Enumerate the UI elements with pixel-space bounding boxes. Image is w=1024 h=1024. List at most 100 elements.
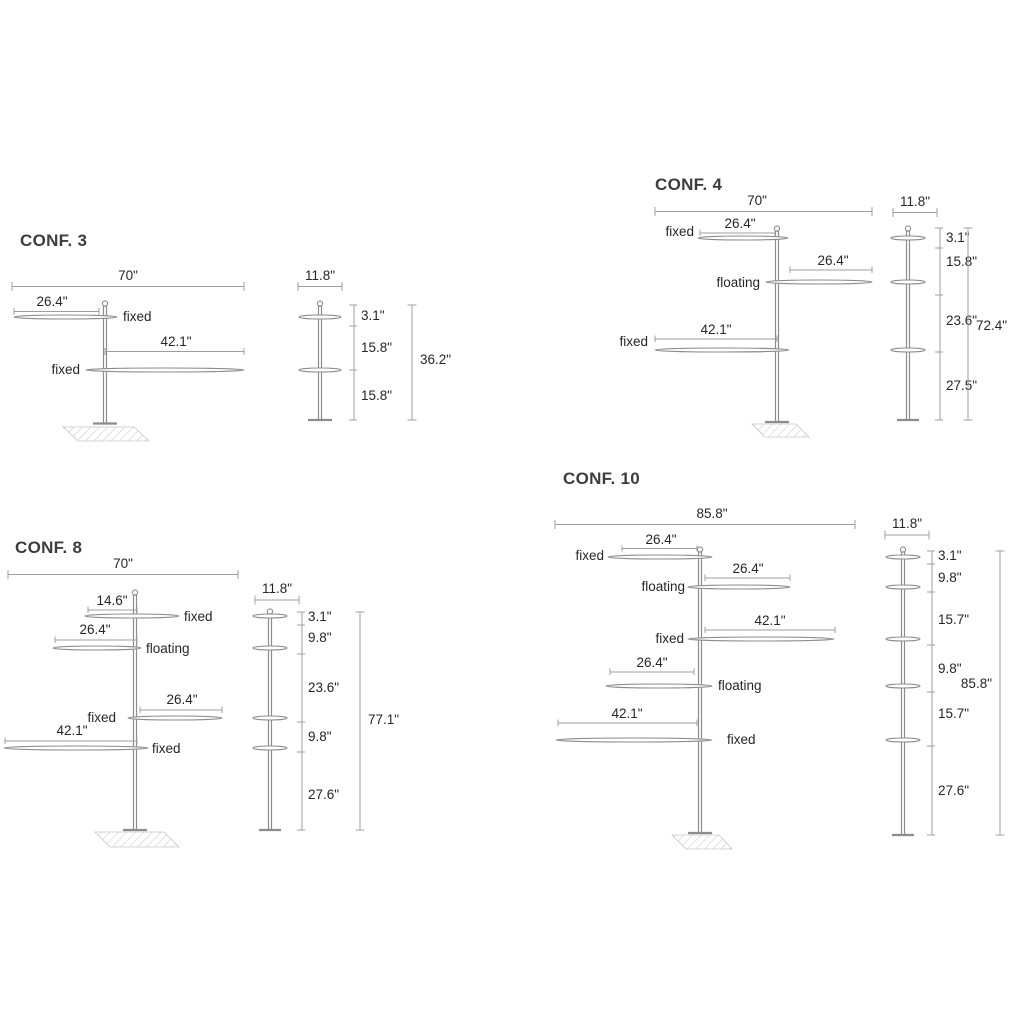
conf4-front-arm1-type-label: fixed [665,224,694,239]
conf8-side-segment5-label: 27.6" [308,787,339,802]
conf3-side-arm1 [298,314,342,320]
conf8-side-segment1-label: 3.1" [308,609,332,624]
conf8-side-segment3-label: 23.6" [308,680,339,695]
conf8-side-segment-ticks [297,611,305,831]
conf8-side-view: 11.8" 3.1" 9.8" 23.6" 9.8" 27.6" 77.1" [252,581,399,832]
conf3-front-arm1-type-label: fixed [123,309,152,324]
conf3-side-segment1-label: 3.1" [361,308,385,323]
conf4-side-segment3-label: 23.6" [946,313,977,328]
conf8-front-arm3-type-label: fixed [87,710,116,725]
conf3-side-overall-dim-line [407,304,417,421]
conf4-front-arm1-dim-line [699,229,776,236]
conf10-side-pole-cap [899,546,907,553]
conf10-front-arm3 [687,636,835,642]
conf3-front-arm1-length-label: 26.4" [36,294,67,309]
conf3-front-view: 70" 26.4" fixed 42.1" fixed [11,268,245,442]
conf3-side-depth-label: 11.8" [305,268,335,283]
conf10-side-arm1 [885,554,921,560]
conf8-front-overall-dim-line [7,570,239,579]
conf8-front-arm4-dim-line [4,737,138,744]
conf10-side-segment4-label: 9.8" [938,661,962,676]
conf8-front-arm1 [84,613,180,619]
conf4-side-overall-height-label: 72.4" [976,318,1007,333]
conf4-side-segment-ticks [935,227,943,421]
conf10-front-arm5-type-label: fixed [727,732,756,747]
conf4-front-arm2-type-label: floating [716,275,760,290]
conf8-side-segment4-label: 9.8" [308,729,332,744]
conf3-front-overall-dim-line [11,282,245,291]
conf10-side-segment-ticks [927,550,935,836]
conf8-side-arm3 [252,715,288,721]
conf4-front-overall-width-label: 70" [747,193,767,208]
conf10-front-view: 85.8" 26.4" fixed 26.4" floating 42.1" f… [554,506,856,850]
conf10-side-segment5-label: 15.7" [938,706,969,721]
conf4-side-view: 11.8" 3.1" 15.8" 23.6" 27.5" 72.4" [890,194,1007,422]
conf8-front-arm2-length-label: 26.4" [79,622,110,637]
conf4-side-depth-dim-line [892,208,938,217]
conf4-front-arm3-dim-line [654,335,778,342]
conf10-front-arm3-type-label: fixed [655,631,684,646]
conf10-front-arm4-dim-line [609,668,695,675]
conf3-front-pole [102,305,108,424]
conf8-front-arm1-type-label: fixed [184,609,213,624]
conf4-side-depth-label: 11.8" [900,194,930,209]
conf4-front-arm2 [765,279,873,285]
conf10-side-arm3 [885,636,921,642]
conf10-front-arm3-dim-line [704,626,836,633]
conf4-front-arm2-dim-line [789,266,873,273]
conf8-front-arm2-dim-line [54,636,138,643]
conf10-side-segment2-label: 9.8" [938,570,962,585]
conf10-front-arm2-type-label: floating [641,579,685,594]
conf4-front-view: 70" 26.4" fixed 26.4" floating 42.1" fix… [619,193,873,438]
conf3-front-arm2-dim-line [104,348,245,355]
conf10-side-arm5 [885,737,921,743]
conf10-front-arm1-length-label: 26.4" [645,532,676,547]
conf8-front-arm3-dim-line [139,706,223,713]
conf4-side-segment1-label: 3.1" [946,230,970,245]
conf10-side-segment1-label: 3.1" [938,548,962,563]
conf3-side-segment-ticks [349,304,357,421]
conf3-front-arm2 [85,367,245,373]
conf8-side-overall-dim-line [355,611,365,831]
conf4-front-overall-dim-line [654,207,873,216]
conf8-diagram: CONF. 8 70" 14.6" fixed 26.4" floating 2… [3,538,399,848]
conf4-side-segment4-label: 27.5" [946,378,977,393]
conf3-title: CONF. 3 [20,231,87,250]
conf10-front-arm1-dim-line [621,545,698,552]
conf10-front-overall-width-label: 85.8" [696,506,727,521]
conf8-side-arm1 [252,613,288,619]
conf10-front-arm1-type-label: fixed [575,548,604,563]
conf8-front-arm4-length-label: 42.1" [56,723,87,738]
conf8-front-pole-cap [131,589,139,596]
conf10-front-overall-dim-line [554,520,856,529]
conf10-front-arm5 [555,737,713,743]
conf4-front-arm3-length-label: 42.1" [700,322,731,337]
conf4-front-floor-hatch [751,423,810,438]
conf10-side-arm4 [885,683,921,689]
conf4-side-pole [905,230,911,421]
conf4-side-arm2 [890,279,926,285]
conf3-front-arm1 [13,314,118,320]
conf3-side-pole-cap [316,300,324,307]
conf4-front-arm3 [654,347,790,353]
conf8-front-arm2 [52,645,142,651]
conf10-side-segment3-label: 15.7" [938,612,969,627]
conf3-side-pole [317,305,323,421]
conf10-diagram: CONF. 10 85.8" 26.4" fixed 26.4" floatin… [554,469,1005,850]
conf8-side-pole-cap [266,608,274,615]
conf4-front-arm1 [697,235,789,241]
conf4-side-pole-cap [904,225,912,232]
conf8-side-depth-dim-line [254,595,300,605]
conf10-side-overall-height-label: 85.8" [961,676,992,691]
conf8-front-arm4-type-label: fixed [152,741,181,756]
conf8-side-depth-label: 11.8" [262,581,292,596]
conf10-side-pole [900,551,906,836]
conf8-side-arm2 [252,645,288,651]
conf10-front-arm4-type-label: floating [718,678,762,693]
conf4-side-segment2-label: 15.8" [946,254,977,269]
conf10-front-pole-cap [696,546,704,553]
conf10-front-pole [697,551,703,834]
conf3-front-floor-hatch [61,426,151,442]
